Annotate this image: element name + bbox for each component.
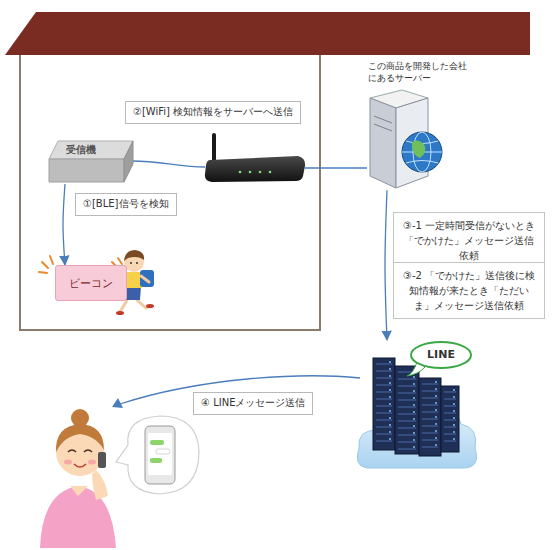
wire bbox=[305, 167, 367, 168]
line-cloud: LINE bbox=[355, 340, 480, 475]
step-note: ②[WiFi] 検知情報をサーバーへ送信 bbox=[125, 101, 301, 124]
connector bbox=[63, 184, 65, 265]
step-note: ①[BLE]信号を検知 bbox=[75, 193, 177, 216]
node-text: 受信機 bbox=[48, 140, 134, 156]
beacon-box: ビーコン bbox=[55, 265, 127, 301]
node-text: ビーコン bbox=[69, 276, 113, 291]
router bbox=[205, 133, 305, 182]
house-wall bbox=[20, 55, 320, 330]
node-text: ③-2 「でかけた」送信後に検知情報が来たとき「ただいま」メッセージ送信依頼 bbox=[400, 268, 538, 313]
receiver-box: 受信機 bbox=[48, 140, 134, 184]
step-box: ③-1 一定時間受信がないとき「でかけた」メッセージ送信依頼 bbox=[393, 212, 545, 269]
node-text: この商品を開発した会社 にあるサーバー bbox=[362, 60, 474, 86]
wire bbox=[132, 161, 205, 167]
node-text: ①[BLE]信号を検知 bbox=[83, 197, 169, 212]
phone-bubble bbox=[116, 416, 199, 494]
server-shape bbox=[362, 86, 474, 190]
node-text: LINE bbox=[411, 348, 471, 362]
line-cloud-shape bbox=[355, 340, 480, 475]
server: この商品を開発した会社 にあるサーバー bbox=[362, 60, 474, 190]
node-text: ③-1 一定時間受信がないとき「でかけた」メッセージ送信依頼 bbox=[400, 218, 538, 263]
message-arrowhead bbox=[112, 398, 123, 408]
house-roof bbox=[5, 12, 530, 55]
node-text: ②[WiFi] 検知情報をサーバーへ送信 bbox=[133, 105, 293, 120]
connector bbox=[385, 190, 387, 340]
step-box: ③-2 「でかけた」送信後に検知情報が来たとき「ただいま」メッセージ送信依頼 bbox=[393, 262, 545, 319]
woman-figure bbox=[40, 409, 116, 548]
node-text: ④ LINEメッセージ送信 bbox=[201, 396, 305, 411]
step-note: ④ LINEメッセージ送信 bbox=[193, 392, 313, 415]
